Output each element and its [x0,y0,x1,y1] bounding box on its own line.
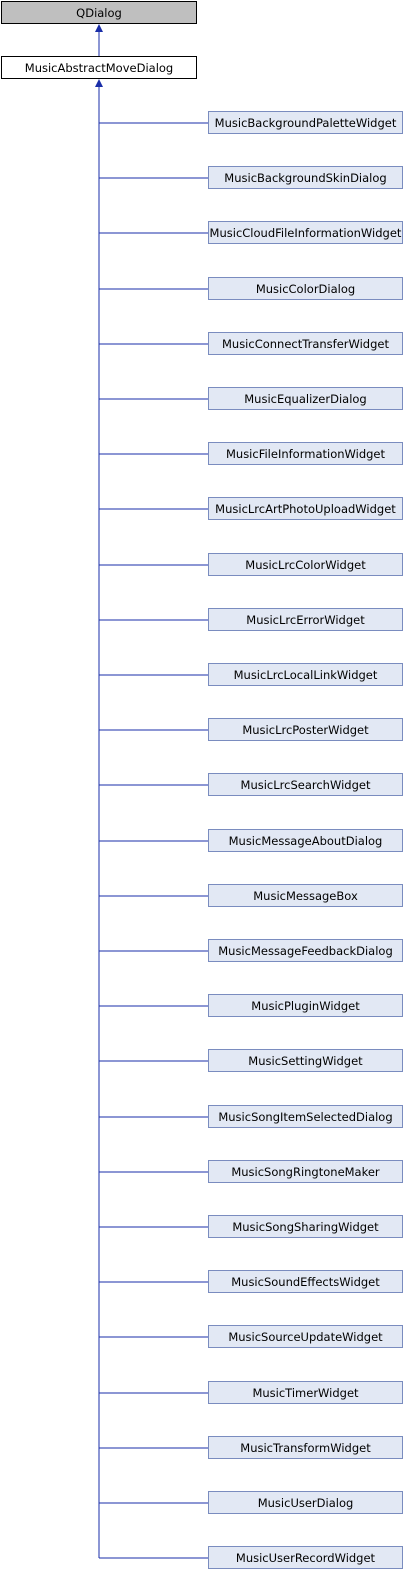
child-class-node[interactable]: MusicBackgroundPaletteWidget [208,111,403,134]
child-class-node[interactable]: MusicLrcArtPhotoUploadWidget [208,497,403,520]
child-class-node[interactable]: MusicLrcLocalLinkWidget [208,663,403,686]
child-class-node[interactable]: MusicSoundEffectsWidget [208,1270,403,1293]
child-class-node[interactable]: MusicSongItemSelectedDialog [208,1105,403,1128]
child-class-node[interactable]: MusicLrcPosterWidget [208,718,403,741]
child-class-node[interactable]: MusicColorDialog [208,277,403,300]
child-class-node[interactable]: MusicTimerWidget [208,1381,403,1404]
child-class-node[interactable]: MusicLrcErrorWidget [208,608,403,631]
arrowhead-base [95,24,103,32]
child-class-node[interactable]: MusicFileInformationWidget [208,442,403,465]
child-class-node[interactable]: MusicConnectTransferWidget [208,332,403,355]
child-class-node[interactable]: MusicBackgroundSkinDialog [208,166,403,189]
child-class-node[interactable]: MusicLrcColorWidget [208,553,403,576]
child-class-node[interactable]: MusicUserDialog [208,1491,403,1514]
child-class-node[interactable]: MusicLrcSearchWidget [208,773,403,796]
child-class-node[interactable]: MusicSettingWidget [208,1049,403,1072]
child-class-node[interactable]: MusicPluginWidget [208,994,403,1017]
child-class-node[interactable]: MusicCloudFileInformationWidget [208,221,403,244]
child-class-node[interactable]: MusicTransformWidget [208,1436,403,1459]
child-class-node[interactable]: MusicMessageAboutDialog [208,829,403,852]
child-class-node[interactable]: MusicUserRecordWidget [208,1546,403,1569]
parent-class-node[interactable]: MusicAbstractMoveDialog [1,56,197,79]
child-class-node[interactable]: MusicMessageBox [208,884,403,907]
base-class-node[interactable]: QDialog [1,1,197,24]
child-class-node[interactable]: MusicSongSharingWidget [208,1215,403,1238]
child-class-node[interactable]: MusicSongRingtoneMaker [208,1160,403,1183]
child-class-node[interactable]: MusicMessageFeedbackDialog [208,939,403,962]
child-class-node[interactable]: MusicEqualizerDialog [208,387,403,410]
arrowhead-parent [95,79,103,87]
child-class-node[interactable]: MusicSourceUpdateWidget [208,1325,403,1348]
